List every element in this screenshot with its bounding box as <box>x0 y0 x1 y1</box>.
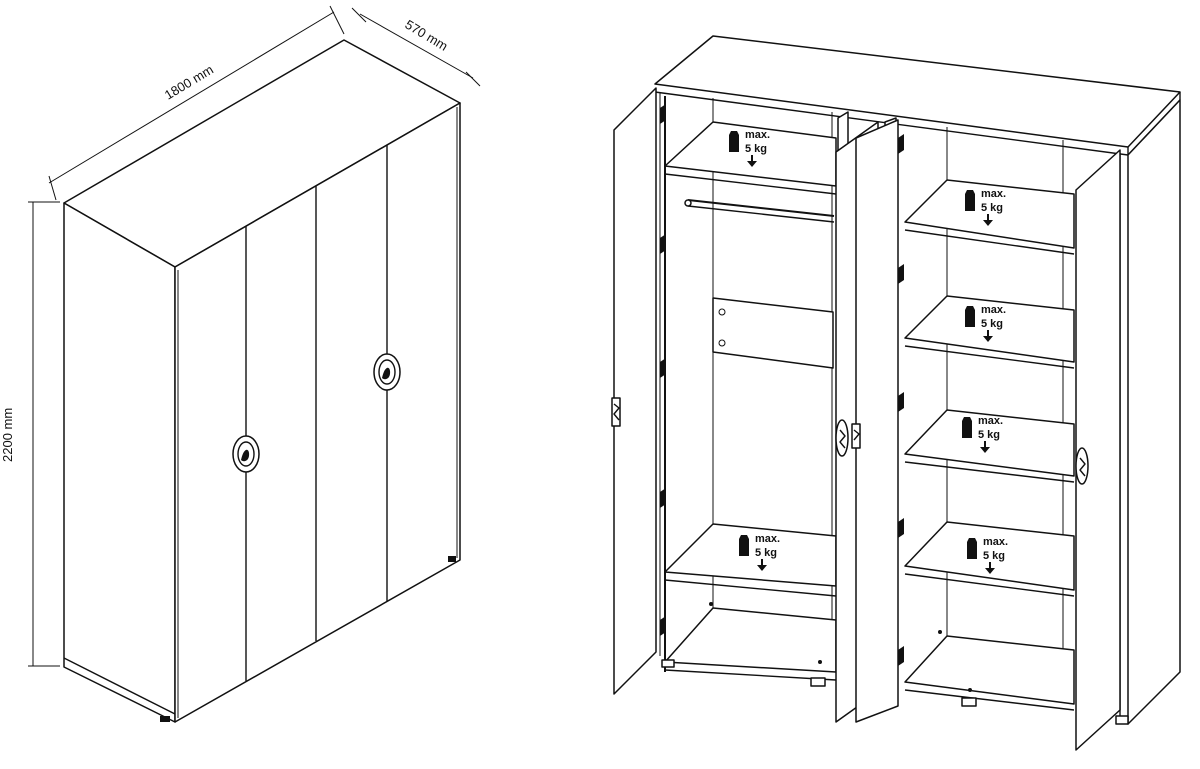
width-label: 1800 mm <box>162 62 216 103</box>
shelf-edge <box>904 461 1075 483</box>
load-max: max. <box>983 536 1008 548</box>
side-face <box>63 202 176 723</box>
bottom-right <box>904 635 1075 705</box>
bottom-edge <box>904 689 1075 711</box>
shelf-r1 <box>904 179 1075 249</box>
load-weight: 5 kg <box>981 318 1003 330</box>
foot <box>1115 715 1129 725</box>
back-brace <box>712 297 834 369</box>
bottom-left <box>664 607 837 673</box>
foot <box>448 556 456 562</box>
handle-icon <box>373 353 401 391</box>
shelf-r4 <box>904 521 1075 591</box>
foot <box>961 697 977 707</box>
weight-icon <box>965 306 975 327</box>
weight-icon <box>739 535 749 556</box>
screw-hole <box>718 308 726 316</box>
weight-icon <box>965 190 975 211</box>
load-weight: 5 kg <box>745 143 767 155</box>
height-dimension: 2200 mm <box>0 201 60 667</box>
handle-icon <box>611 397 621 427</box>
side-plinth-line <box>63 657 176 715</box>
height-label: 2200 mm <box>0 408 15 462</box>
handle-icon <box>835 419 849 457</box>
load-label: max. 5 kg <box>739 533 780 571</box>
handle-icon <box>851 423 861 449</box>
door-right-inner <box>855 119 899 723</box>
load-label: max. 5 kg <box>962 415 1003 453</box>
load-weight: 5 kg <box>983 550 1005 562</box>
load-label: max. 5 kg <box>729 129 770 167</box>
load-weight: 5 kg <box>978 429 1000 441</box>
shelf-edge <box>904 345 1075 369</box>
shelf-edge <box>664 173 837 195</box>
down-arrow-icon <box>983 330 993 342</box>
closed-wardrobe: 1800 mm 570 mm 2200 mm <box>0 5 481 723</box>
shelf-edge <box>664 579 837 597</box>
door-left-outer <box>613 87 657 695</box>
door-right-outer <box>1075 149 1121 751</box>
down-arrow-icon <box>985 562 995 574</box>
load-max: max. <box>745 129 770 141</box>
foot <box>810 677 826 687</box>
open-wardrobe: max. 5 kg max. 5 kg max. 5 kg max. 5 kg … <box>611 35 1181 751</box>
shelf-edge <box>904 229 1075 255</box>
screw-hole <box>718 339 726 347</box>
down-arrow-icon <box>980 441 990 453</box>
shelf-r3 <box>904 409 1075 477</box>
handle-icon <box>1075 447 1089 485</box>
down-arrow-icon <box>983 214 993 226</box>
lower-shelf-left <box>664 523 837 587</box>
weight-icon <box>967 538 977 559</box>
handle-icon <box>232 435 260 473</box>
depth-label: 570 mm <box>402 17 450 54</box>
load-max: max. <box>755 533 780 545</box>
top-shelf-left <box>664 121 837 187</box>
right-side-panel <box>1127 99 1181 725</box>
hinge-icon <box>660 104 904 666</box>
weight-icon <box>729 131 739 152</box>
load-label: max. 5 kg <box>965 304 1006 342</box>
load-max: max. <box>978 415 1003 427</box>
bottom-edge <box>664 669 837 681</box>
shelf-edge <box>904 573 1075 597</box>
load-label: max. 5 kg <box>967 536 1008 574</box>
weight-icon <box>962 417 972 438</box>
load-label: max. 5 kg <box>965 188 1006 226</box>
down-arrow-icon <box>757 559 767 571</box>
load-weight: 5 kg <box>755 547 777 559</box>
load-max: max. <box>981 304 1006 316</box>
foot <box>160 716 170 722</box>
load-max: max. <box>981 188 1006 200</box>
shelf-r2 <box>904 295 1075 363</box>
down-arrow-icon <box>747 155 757 167</box>
foot <box>661 659 675 668</box>
hanging-rail <box>684 199 835 223</box>
load-weight: 5 kg <box>981 202 1003 214</box>
